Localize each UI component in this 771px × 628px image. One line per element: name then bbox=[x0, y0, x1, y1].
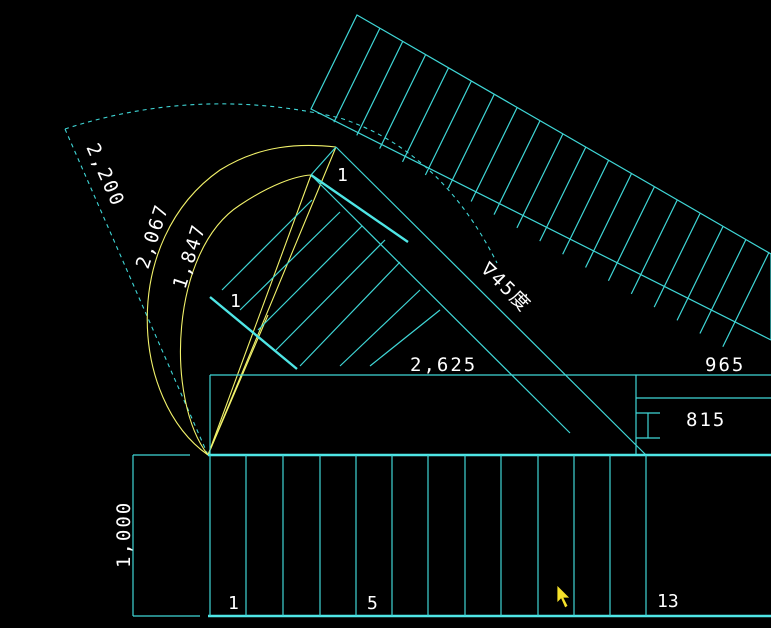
upper-tread-line bbox=[607, 186, 655, 281]
winder-tread-line bbox=[369, 309, 441, 367]
winder-tread-line bbox=[339, 289, 421, 367]
outer-dashed-arc bbox=[64, 103, 498, 264]
step-label-winder-top: 1 bbox=[337, 165, 348, 186]
dim-arc-middle: 2,067 bbox=[132, 201, 174, 272]
yellow-construction bbox=[146, 144, 337, 456]
winder-tread-line bbox=[299, 261, 401, 367]
upper-tread-line bbox=[424, 80, 472, 176]
step-label-bottom-5: 5 bbox=[367, 593, 378, 614]
upper-tread-line bbox=[447, 93, 495, 189]
dim-top-right: 965 bbox=[705, 354, 745, 376]
winder-tread-line bbox=[221, 199, 313, 291]
dim-horizontal-main: 2,625 bbox=[410, 354, 477, 376]
dimension-lines bbox=[132, 374, 771, 617]
outer-dashed-radius bbox=[64, 128, 209, 456]
upper-tread-line bbox=[630, 199, 678, 295]
upper-tread-line bbox=[333, 27, 381, 123]
dim-arc-inner: 1,847 bbox=[169, 221, 211, 292]
upper-tread-line bbox=[676, 226, 724, 321]
upper-inclined-stair bbox=[310, 14, 771, 348]
upper-tread-line bbox=[379, 54, 427, 149]
step-label-bottom-1: 1 bbox=[228, 593, 239, 614]
winder-tread-line bbox=[275, 239, 386, 351]
upper-tread-line bbox=[470, 107, 518, 202]
upper-tread-line bbox=[585, 173, 633, 268]
lower-stair-flight bbox=[208, 453, 771, 618]
mouse-pointer-icon bbox=[556, 584, 571, 609]
upper-tread-line bbox=[516, 133, 564, 229]
upper-stair-treads bbox=[333, 27, 770, 348]
dim-arc-outer: 2,200 bbox=[81, 140, 128, 210]
dim-right-inner: 815 bbox=[686, 409, 726, 431]
winder-flight bbox=[209, 146, 647, 456]
upper-tread-line bbox=[653, 212, 701, 308]
step-label-bottom-13: 13 bbox=[657, 591, 679, 612]
upper-tread-line bbox=[493, 120, 541, 215]
dim-vertical-left: 1,000 bbox=[113, 501, 135, 568]
angle-label-45: ∇45度 bbox=[476, 257, 536, 317]
upper-tread-line bbox=[699, 239, 747, 334]
upper-tread-line bbox=[562, 160, 610, 255]
upper-tread-line bbox=[356, 41, 404, 136]
winder-tread-line bbox=[239, 211, 341, 311]
upper-tread-line bbox=[539, 146, 587, 242]
upper-tread-line bbox=[401, 67, 450, 163]
step-label-winder-left: 1 bbox=[230, 291, 241, 312]
winder-tread-line bbox=[257, 225, 363, 331]
upper-tread-line bbox=[722, 252, 770, 348]
